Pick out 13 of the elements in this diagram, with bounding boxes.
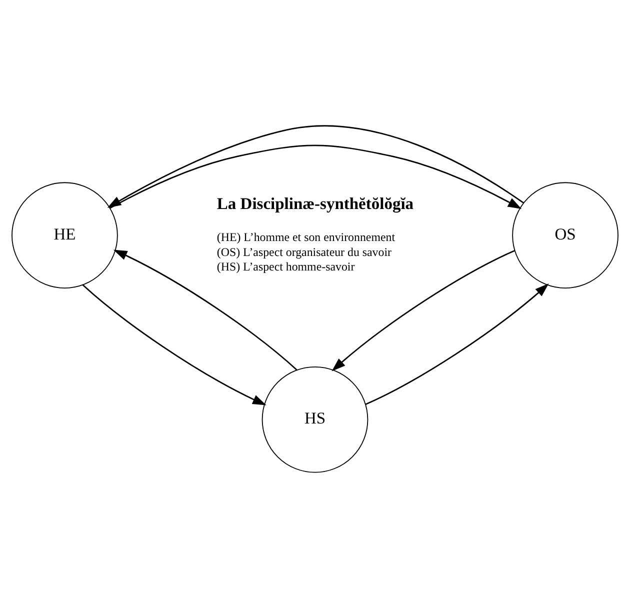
arrow <box>82 284 266 405</box>
diagram-title: La Disciplinæ-synthĕtŏlŏgĭa <box>216 194 414 213</box>
node-circle: OS <box>512 182 618 288</box>
node-circle: HS <box>262 366 368 472</box>
arrow <box>365 283 549 405</box>
label: (HE) L’homme et son environnement <box>216 230 396 244</box>
arrow <box>110 144 522 209</box>
arrow <box>332 249 515 371</box>
label: (HS) L’aspect homme-savoir <box>216 259 355 274</box>
arrow <box>113 249 298 370</box>
node-circle: HE <box>12 182 118 288</box>
arrow <box>107 124 524 208</box>
label: (OS) L’aspect organisateur du savoir <box>216 244 392 258</box>
